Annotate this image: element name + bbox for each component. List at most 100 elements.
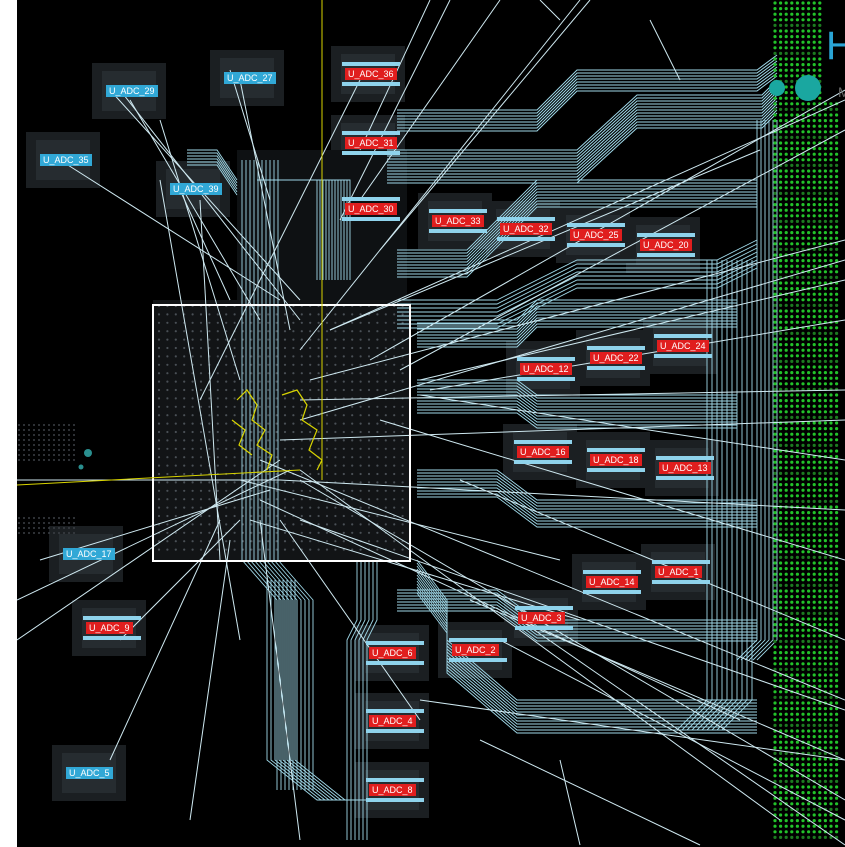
component-label-u-adc-2[interactable]: U_ADC_2 bbox=[452, 644, 499, 656]
ratsnest-line bbox=[159, 119, 241, 381]
pin-bar bbox=[656, 456, 714, 460]
brand-logo-sub: M bbox=[838, 84, 845, 100]
brand-logo-letter: H bbox=[826, 24, 845, 68]
pin-bar bbox=[449, 638, 507, 642]
ratsnest-line bbox=[17, 459, 281, 641]
ratsnest-line bbox=[299, 479, 845, 801]
ratsnest-line bbox=[199, 79, 361, 401]
ratsnest-line bbox=[59, 159, 281, 301]
ratsnest-line bbox=[419, 394, 845, 461]
pin-bar bbox=[654, 334, 712, 338]
ratsnest-line bbox=[229, 69, 271, 201]
ratsnest-line bbox=[119, 89, 301, 321]
fpga-body bbox=[153, 300, 411, 562]
component-label-u-adc-9[interactable]: U_ADC_9 bbox=[86, 622, 133, 634]
ratsnest-line bbox=[259, 499, 741, 721]
pin-bar bbox=[366, 661, 424, 665]
pin-bar bbox=[517, 377, 575, 381]
ratsnest-line bbox=[179, 189, 231, 301]
pin-bar bbox=[342, 82, 400, 86]
component-label-u-adc-31[interactable]: U_ADC_31 bbox=[345, 137, 397, 149]
ratsnest-line bbox=[159, 179, 241, 641]
pin-bar bbox=[515, 606, 573, 610]
pin-bar bbox=[587, 448, 645, 452]
connector-vias bbox=[773, 1, 839, 840]
component-label-u-adc-1[interactable]: U_ADC_1 bbox=[655, 566, 702, 578]
component-label-u-adc-4[interactable]: U_ADC_4 bbox=[369, 715, 416, 727]
pin-bar bbox=[342, 131, 400, 135]
pin-bar bbox=[514, 440, 572, 444]
pin-bar bbox=[497, 237, 555, 241]
ratsnest-line bbox=[499, 639, 845, 821]
component-label-u-adc-22[interactable]: U_ADC_22 bbox=[590, 352, 642, 364]
ratsnest-line bbox=[339, 0, 451, 221]
component-label-u-adc-35[interactable]: U_ADC_35 bbox=[40, 154, 92, 166]
ratsnest-line bbox=[419, 279, 845, 381]
component-label-u-adc-20[interactable]: U_ADC_20 bbox=[640, 239, 692, 251]
component-label-u-adc-16[interactable]: U_ADC_16 bbox=[517, 446, 569, 458]
left-pin-array-2 bbox=[18, 517, 75, 534]
component-label-u-adc-13[interactable]: U_ADC_13 bbox=[659, 462, 711, 474]
pin-bar bbox=[567, 223, 625, 227]
ratsnest-line bbox=[399, 129, 845, 371]
ratsnest-line bbox=[309, 239, 845, 381]
pin-bar bbox=[656, 476, 714, 480]
ratsnest-line bbox=[649, 19, 681, 81]
ratsnest-line bbox=[539, 0, 561, 21]
component-label-u-adc-24[interactable]: U_ADC_24 bbox=[657, 340, 709, 352]
ratsnest-line bbox=[359, 0, 501, 201]
component-label-u-adc-14[interactable]: U_ADC_14 bbox=[586, 576, 638, 588]
component-label-u-adc-32[interactable]: U_ADC_32 bbox=[500, 223, 552, 235]
fiducial-dot bbox=[78, 464, 84, 470]
misc-graphics bbox=[17, 0, 821, 802]
component-label-u-adc-27[interactable]: U_ADC_27 bbox=[224, 72, 276, 84]
component-label-u-adc-39[interactable]: U_ADC_39 bbox=[170, 183, 222, 195]
ratsnest-line bbox=[379, 0, 591, 251]
ratsnest-line bbox=[479, 739, 701, 846]
pin-bar bbox=[652, 560, 710, 564]
ratsnest-line bbox=[299, 259, 845, 421]
component-label-u-adc-30[interactable]: U_ADC_30 bbox=[345, 203, 397, 215]
component-label-u-adc-25[interactable]: U_ADC_25 bbox=[570, 229, 622, 241]
component-label-u-adc-5[interactable]: U_ADC_5 bbox=[66, 767, 113, 779]
pin-bar bbox=[342, 217, 400, 221]
component-label-u-adc-18[interactable]: U_ADC_18 bbox=[590, 454, 642, 466]
ratsnest-line bbox=[259, 459, 845, 701]
pin-bar bbox=[637, 253, 695, 257]
ratsnest-line bbox=[239, 79, 291, 331]
component-label-u-adc-17[interactable]: U_ADC_17 bbox=[63, 548, 115, 560]
pin-bar bbox=[342, 197, 400, 201]
ratsnest-line bbox=[519, 619, 845, 846]
component-label-u-adc-33[interactable]: U_ADC_33 bbox=[432, 215, 484, 227]
pin-bar bbox=[366, 778, 424, 782]
yellow-guide-horizontal bbox=[17, 469, 301, 486]
pin-bar bbox=[83, 616, 141, 620]
pin-bar bbox=[583, 570, 641, 574]
pin-bar bbox=[583, 590, 641, 594]
pin-bar bbox=[497, 217, 555, 221]
ratsnest-line bbox=[239, 479, 561, 561]
ratsnest-line bbox=[279, 479, 845, 511]
pcb-board[interactable] bbox=[17, 0, 845, 847]
component-label-u-adc-3[interactable]: U_ADC_3 bbox=[518, 612, 565, 624]
pin-bar bbox=[342, 151, 400, 155]
ratsnest-line bbox=[299, 469, 781, 821]
pin-bar bbox=[587, 468, 645, 472]
ratsnest-line bbox=[299, 389, 845, 401]
fiducial-dot bbox=[84, 449, 92, 457]
pin-bar bbox=[637, 233, 695, 237]
component-label-u-adc-36[interactable]: U_ADC_36 bbox=[345, 68, 397, 80]
pin-bar bbox=[517, 357, 575, 361]
pin-bar bbox=[449, 658, 507, 662]
ratsnest-line bbox=[109, 89, 301, 301]
pin-bar bbox=[654, 354, 712, 358]
component-label-u-adc-29[interactable]: U_ADC_29 bbox=[106, 85, 158, 97]
yellow-keepout-outline bbox=[231, 389, 323, 471]
ratsnest-line bbox=[249, 519, 581, 621]
logo-circle-large bbox=[795, 75, 821, 101]
component-label-u-adc-8[interactable]: U_ADC_8 bbox=[369, 784, 416, 796]
pin-bar bbox=[587, 346, 645, 350]
component-label-u-adc-12[interactable]: U_ADC_12 bbox=[520, 363, 572, 375]
component-label-u-adc-6[interactable]: U_ADC_6 bbox=[369, 647, 416, 659]
